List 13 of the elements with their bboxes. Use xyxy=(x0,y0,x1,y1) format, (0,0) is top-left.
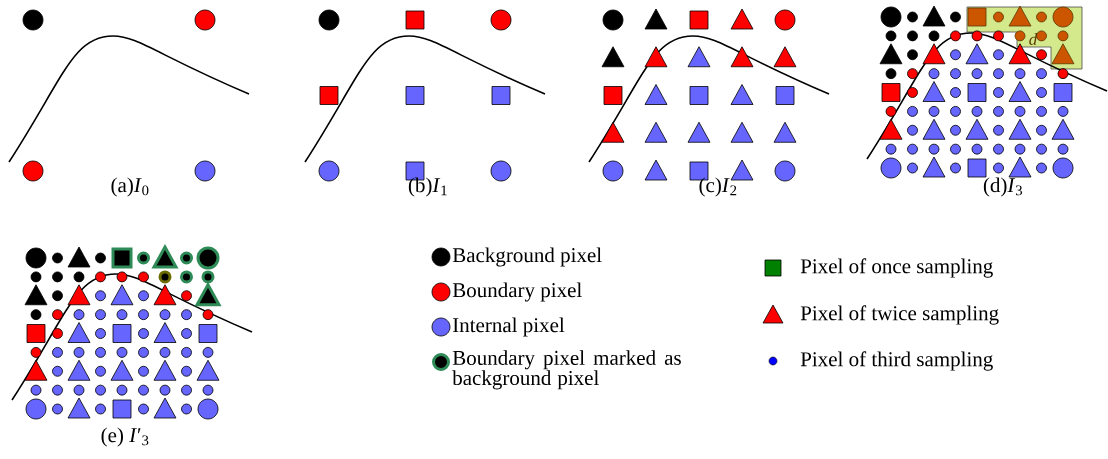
legend-label: Pixel of third sampling xyxy=(800,351,993,371)
panel-caption: (b)I$_{1}$ xyxy=(408,177,447,197)
legend-label: Boundary pixel xyxy=(452,282,582,302)
legend-label: Internal pixel xyxy=(452,317,565,337)
legend-label: Pixel of twice sampling xyxy=(800,305,999,325)
legend-label: Background pixel xyxy=(452,247,602,267)
panel-caption: (c)I$_{2}$ xyxy=(699,177,737,197)
panel-caption: (a)I$_{0}$ xyxy=(111,177,149,197)
legend-label: Pixel of once sampling xyxy=(800,258,993,278)
panel-caption: (e) I′$_{3}$ xyxy=(101,427,149,447)
legend-label: Boundary pixel marked as background pixel xyxy=(452,350,681,390)
panel-caption: (d)I$_{3}$ xyxy=(983,177,1022,197)
distance-label: d xyxy=(1029,33,1038,45)
